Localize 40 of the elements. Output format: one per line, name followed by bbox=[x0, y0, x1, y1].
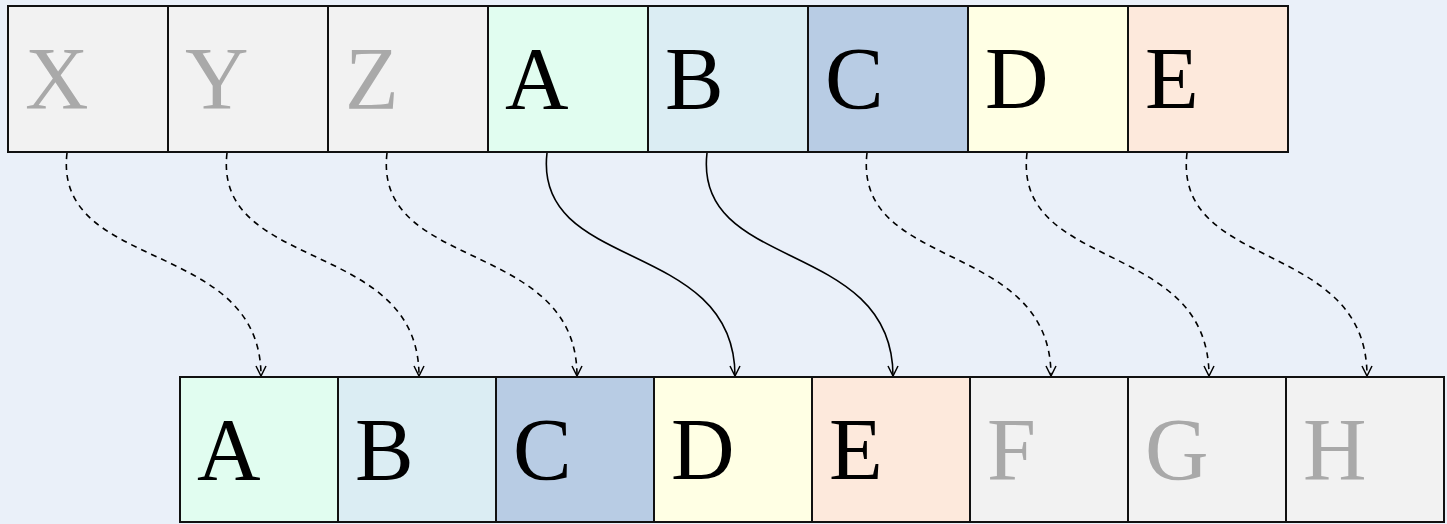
letter-label: E bbox=[1145, 35, 1199, 123]
letter-cell bbox=[807, 5, 969, 153]
letter-cell bbox=[1127, 376, 1287, 523]
curved-arrow bbox=[706, 152, 898, 377]
curved-arrow bbox=[546, 152, 740, 377]
letter-label: G bbox=[1145, 405, 1209, 494]
letter-label: Z bbox=[345, 35, 399, 123]
letter-cell bbox=[1285, 376, 1445, 523]
letter-label: Y bbox=[185, 35, 249, 123]
letter-cell bbox=[327, 5, 489, 153]
letter-cell bbox=[179, 376, 339, 523]
letter-cell bbox=[167, 5, 329, 153]
letter-label: C bbox=[825, 35, 884, 123]
letter-cell bbox=[969, 376, 1129, 523]
letter-label: X bbox=[25, 35, 89, 123]
letter-cell bbox=[7, 5, 169, 153]
curved-arrow bbox=[1186, 152, 1372, 377]
letter-cell bbox=[487, 5, 649, 153]
letter-cell bbox=[653, 376, 813, 523]
curved-arrow bbox=[66, 152, 266, 377]
curved-arrow bbox=[866, 152, 1056, 377]
letter-label: B bbox=[665, 35, 724, 123]
letter-label: D bbox=[985, 35, 1049, 123]
curved-arrow bbox=[1026, 152, 1214, 377]
letter-cell bbox=[811, 376, 971, 523]
letter-cell bbox=[337, 376, 497, 523]
letter-label: B bbox=[355, 405, 414, 494]
letter-label: E bbox=[829, 405, 883, 494]
letter-label: C bbox=[513, 405, 572, 494]
letter-label: F bbox=[987, 405, 1036, 494]
letter-cell bbox=[967, 5, 1129, 153]
letter-cell bbox=[495, 376, 655, 523]
letter-cell bbox=[1127, 5, 1289, 153]
letter-label: A bbox=[197, 405, 261, 494]
curved-arrow bbox=[226, 152, 424, 377]
letter-label: A bbox=[505, 35, 569, 123]
letter-label: D bbox=[671, 405, 735, 494]
letter-cell bbox=[647, 5, 809, 153]
letter-label: H bbox=[1303, 405, 1367, 494]
curved-arrow bbox=[386, 152, 582, 377]
